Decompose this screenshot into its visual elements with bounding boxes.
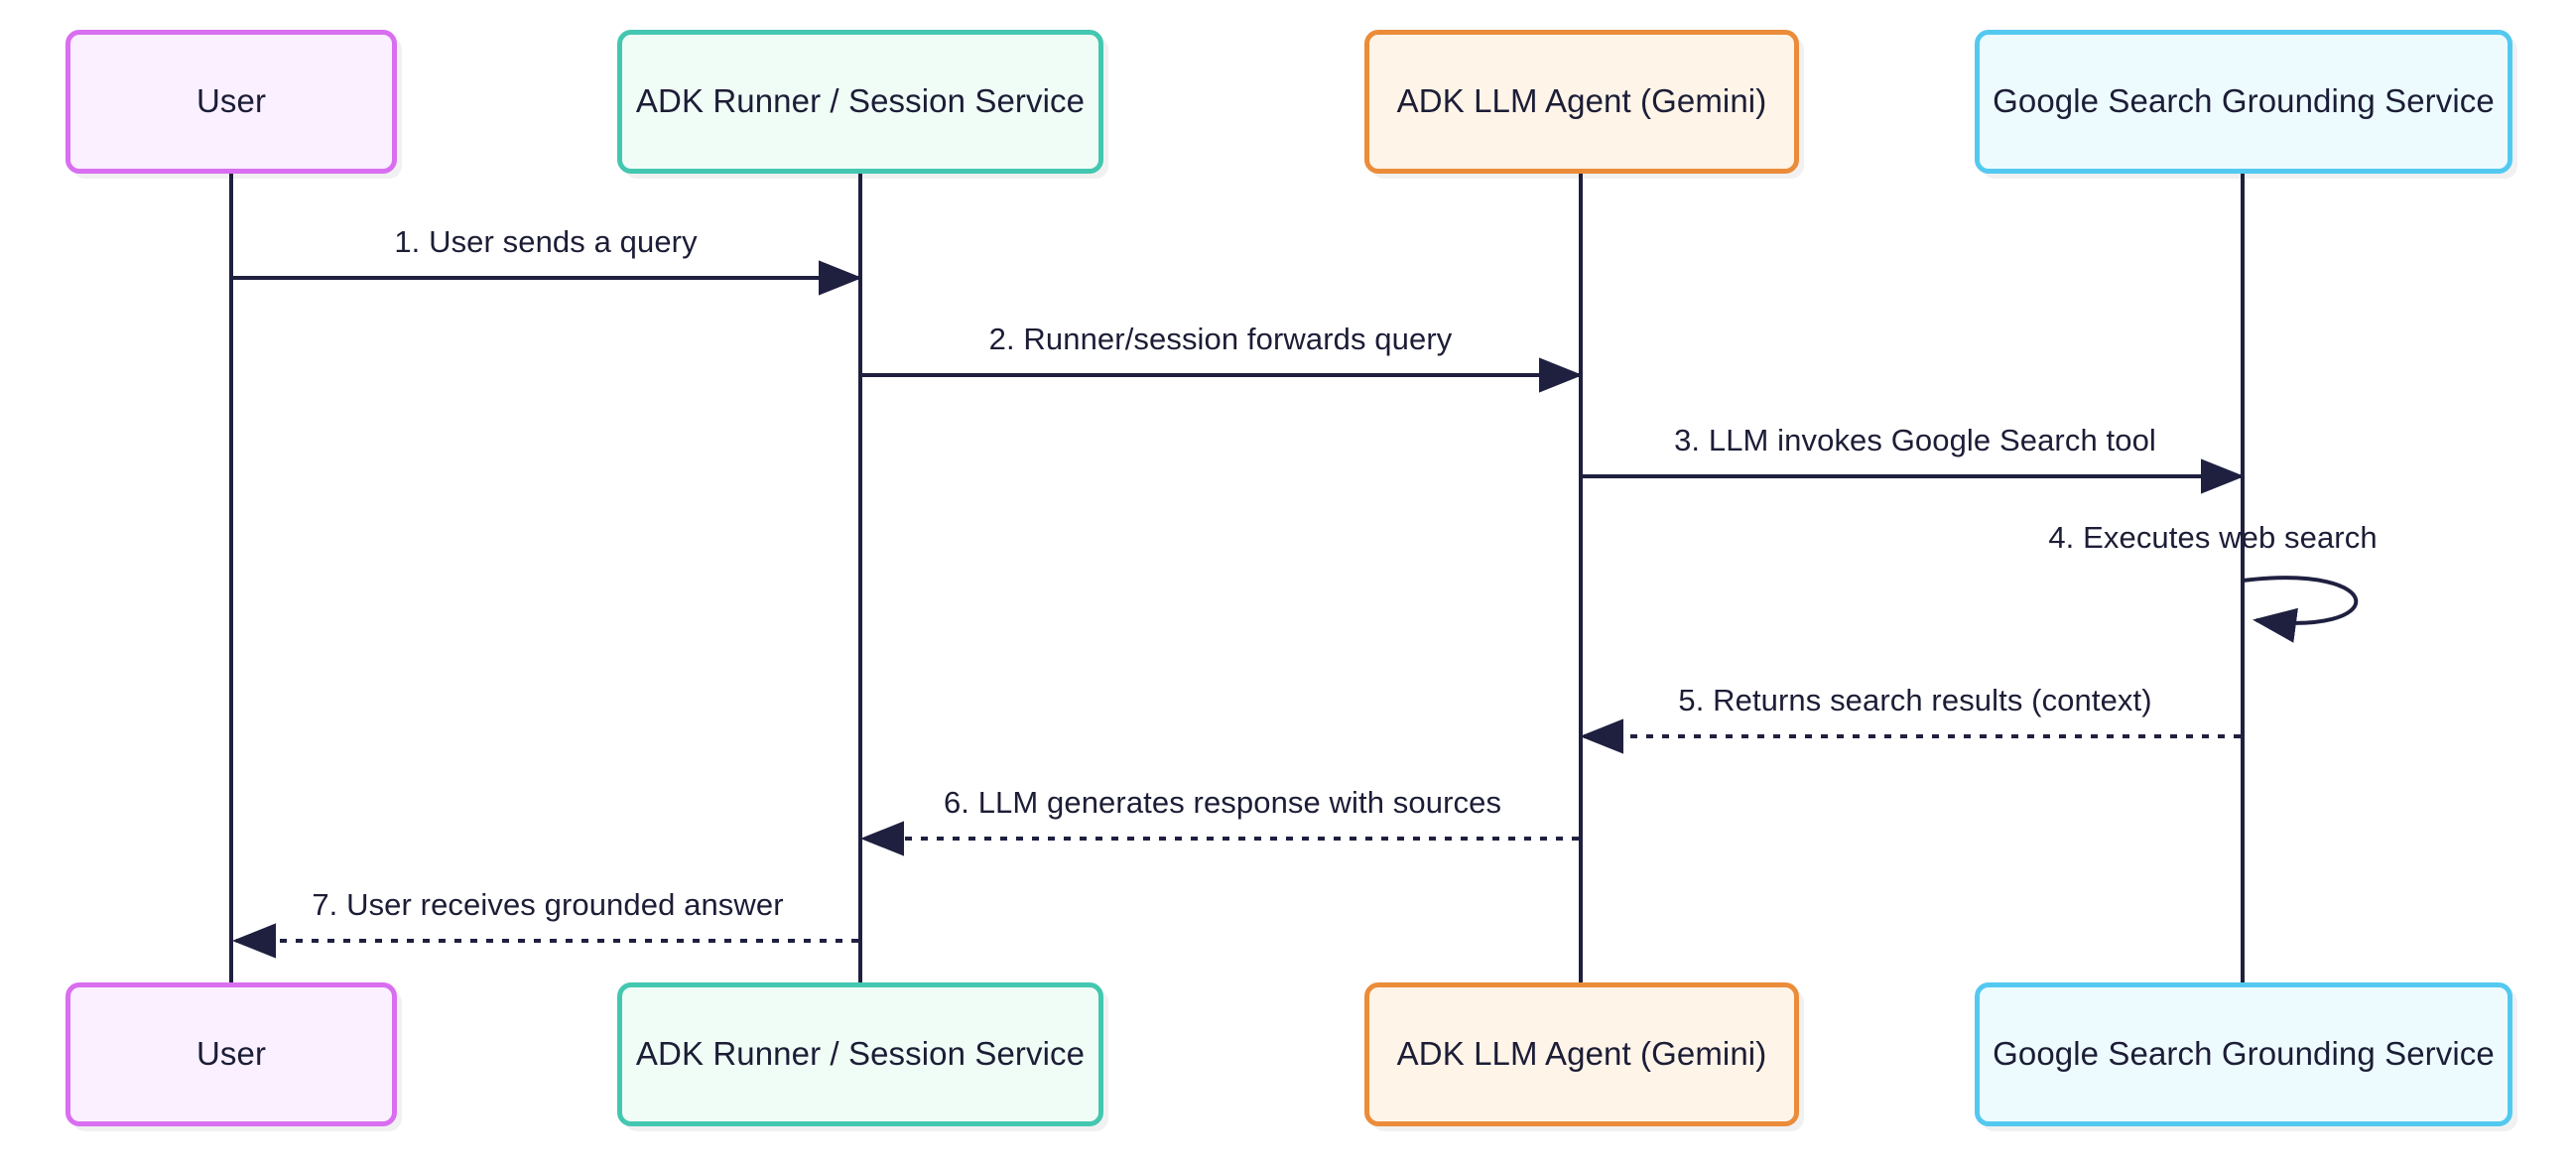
participant-box-google-search-top[interactable]: Google Search Grounding Service (1975, 30, 2512, 174)
message-label-3: 3. LLM invokes Google Search tool (1674, 423, 2156, 457)
message-label-1: 1. User sends a query (394, 224, 698, 259)
participant-label-user: User (195, 82, 267, 120)
participant-box-user-top[interactable]: User (65, 30, 397, 174)
participant-label-adk-llm-agent: ADK LLM Agent (Gemini) (1396, 1035, 1767, 1073)
participant-label-google-search: Google Search Grounding Service (1993, 82, 2495, 120)
participant-label-adk-runner: ADK Runner / Session Service (635, 1035, 1086, 1073)
participant-box-adk-runner-top[interactable]: ADK Runner / Session Service (617, 30, 1103, 174)
participant-label-user: User (195, 1035, 267, 1073)
participant-box-google-search-bottom[interactable]: Google Search Grounding Service (1975, 982, 2512, 1126)
message-label-5: 5. Returns search results (context) (1678, 683, 2152, 717)
participant-box-adk-runner-bottom[interactable]: ADK Runner / Session Service (617, 982, 1103, 1126)
participant-box-adk-llm-agent-bottom[interactable]: ADK LLM Agent (Gemini) (1364, 982, 1799, 1126)
participant-label-adk-llm-agent: ADK LLM Agent (Gemini) (1396, 82, 1767, 120)
participant-box-user-bottom[interactable]: User (65, 982, 397, 1126)
message-arrows-group (232, 260, 2359, 959)
message-label-2: 2. Runner/session forwards query (988, 322, 1453, 356)
participant-label-adk-runner: ADK Runner / Session Service (635, 82, 1086, 120)
message-label-4: 4. Executes web search (2048, 520, 2378, 555)
participant-box-adk-llm-agent-top[interactable]: ADK LLM Agent (Gemini) (1364, 30, 1799, 174)
message-label-6: 6. LLM generates response with sources (943, 785, 1502, 820)
message-label-7: 7. User receives grounded answer (312, 887, 784, 922)
lifelines-group (229, 174, 2245, 982)
message-arrow-4 (2242, 576, 2359, 643)
participant-label-google-search: Google Search Grounding Service (1993, 1035, 2495, 1073)
